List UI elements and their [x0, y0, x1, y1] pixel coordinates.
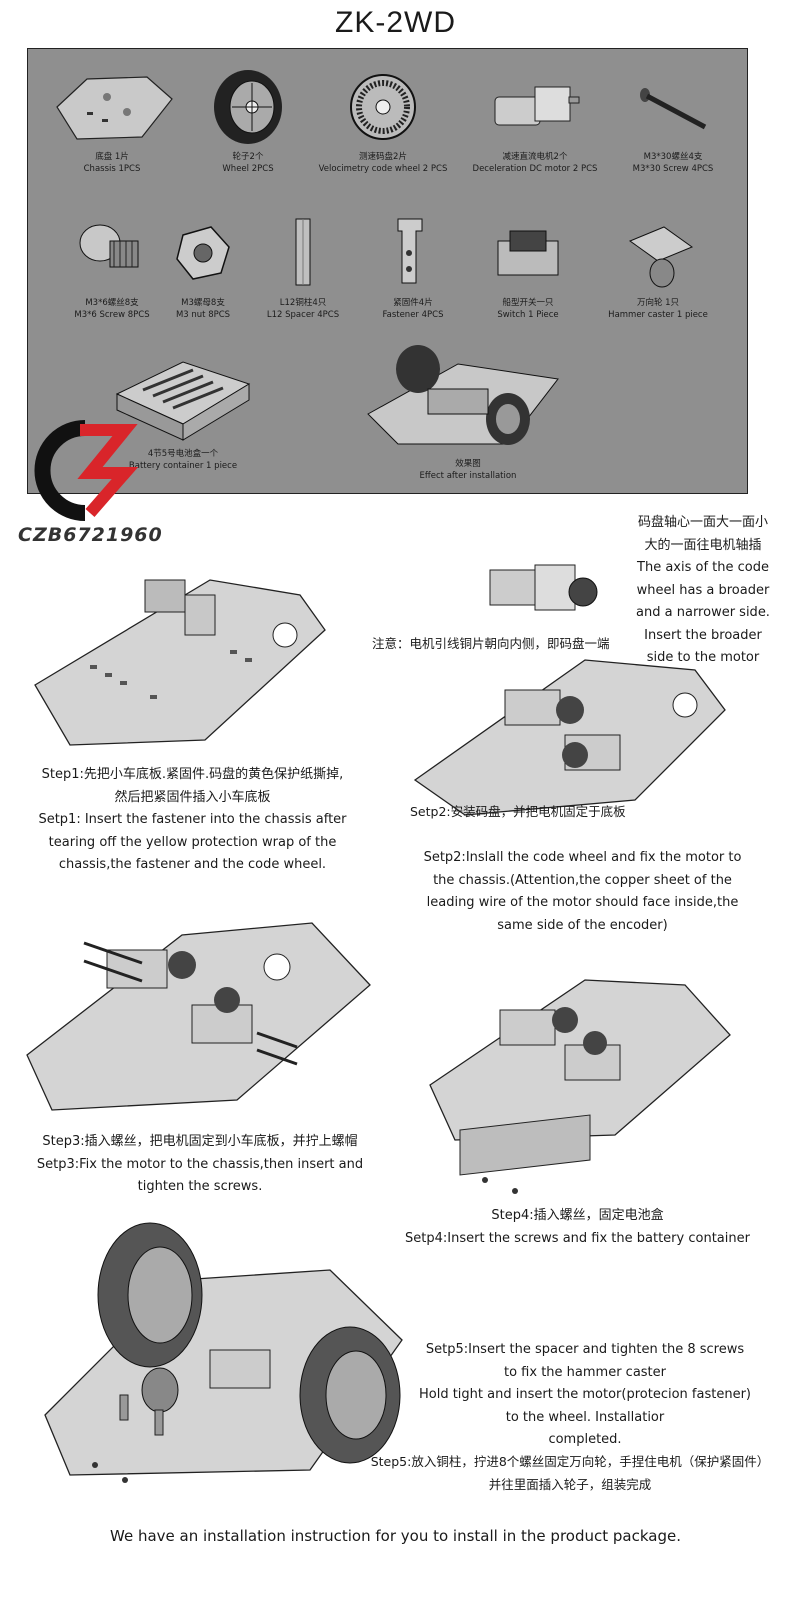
watermark-text: CZB6721960 — [18, 524, 163, 546]
part-en: Battery container 1 piece — [128, 461, 238, 471]
part-en: Fastener 4PCS — [382, 310, 444, 320]
step2-en-line1: Setp2:Inslall the code wheel and fix the… — [423, 850, 742, 865]
axis-note-line7: side to the motor — [646, 650, 760, 665]
parts-panel: 底盘 1片 Chassis 1PCS 轮子2个 Wheel 2PCS 测速码盘2… — [27, 48, 748, 494]
axis-note-line5: and a narrower side. — [636, 605, 770, 620]
part-cn: 底盘 1片 — [95, 152, 129, 162]
step3-en-line1: Setp3:Fix the motor to the chassis,then … — [36, 1156, 364, 1172]
part-cn: M3*6螺丝8支 — [85, 298, 139, 308]
step4-diagram — [429, 979, 731, 1194]
step1-en-line3: chassis,the fastener and the code wheel. — [58, 857, 327, 872]
part-cn: L12铜柱4只 — [279, 298, 327, 308]
part-cn: 紧固件4片 — [393, 298, 433, 308]
wheel-icon — [214, 70, 282, 144]
step2-text: Setp2:Inslall the code wheel and fix the… — [410, 847, 755, 937]
part-cn: 减速直流电机2个 — [502, 152, 568, 162]
step5-cn-text: Step5:放入铜柱，拧进8个螺丝固定万向轮，手捏住电机（保护紧固件） 并往里面… — [360, 1451, 780, 1496]
part-cn: M3*30螺丝4支 — [643, 152, 703, 162]
step2-attention-note: 注意：电机引线铜片朝向内侧，即码盘一端 — [372, 636, 610, 651]
part-motor: 减速直流电机2个 Deceleration DC motor 2 PCS — [465, 67, 605, 175]
part-switch: 船型开关一只 Switch 1 Piece — [468, 213, 588, 321]
nut-icon — [176, 226, 230, 280]
axis-note-line6: Insert the broader — [644, 627, 762, 643]
code-wheel-icon — [350, 74, 416, 140]
part-cn: 轮子2个 — [232, 152, 264, 162]
step3-diagram — [26, 922, 371, 1111]
switch-icon — [497, 230, 559, 276]
assembled-car-icon — [367, 345, 559, 445]
part-en: Deceleration DC motor 2 PCS — [472, 164, 598, 174]
step5-cn-line1: Step5:放入铜柱，拧进8个螺丝固定万向轮，手捏住电机（保护紧固件） — [370, 1454, 770, 1469]
part-nut: M3螺母8支 M3 nut 8PCS — [148, 213, 258, 321]
axis-note-line2: 大的一面往电机轴插 — [644, 537, 762, 553]
part-en: M3 nut 8PCS — [175, 310, 231, 320]
step1-diagram — [34, 579, 326, 746]
brand-logo-icon — [34, 420, 139, 521]
part-spacer: L12铜柱4只 L12 Spacer 4PCS — [253, 213, 353, 321]
part-en: Hammer caster 1 piece — [608, 310, 708, 320]
step1-en-line1: Setp1: Insert the fastener into the chas… — [38, 812, 347, 827]
part-en: Chassis 1PCS — [83, 164, 141, 174]
fastener-icon — [397, 218, 423, 284]
part-cn: 船型开关一只 — [502, 298, 554, 308]
caster-icon — [628, 226, 694, 288]
step4-cn-line: Step4:插入螺丝，固定电池盒 — [491, 1208, 664, 1223]
part-wheel: 轮子2个 Wheel 2PCS — [188, 67, 308, 175]
part-battery-box: 4节5号电池盒一个 Battery container 1 piece — [108, 354, 258, 472]
step2-diagram — [413, 564, 726, 816]
step5-en-line2: to fix the hammer caster — [504, 1364, 666, 1380]
step2-en-line2: the chassis.(Attention,the copper sheet … — [433, 872, 732, 888]
part-en: M3*6 Screw 8PCS — [74, 310, 150, 320]
axis-note-line3: The axis of the code — [637, 560, 769, 575]
chassis-icon — [56, 76, 173, 140]
step3-text: Step3:插入螺丝，把电机固定到小车底板，并拧上螺帽 Setp3:Fix th… — [20, 1131, 380, 1199]
step1-cn-line1: Step1:先把小车底板.紧固件.码盘的黄色保护纸撕掉, — [41, 767, 344, 782]
motor-icon — [494, 86, 580, 126]
part-en: Velocimetry code wheel 2 PCS — [318, 164, 448, 174]
part-caster: 万向轮 1只 Hammer caster 1 piece — [588, 213, 728, 321]
part-en: L12 Spacer 4PCS — [266, 310, 340, 320]
long-screw-icon — [640, 88, 707, 130]
part-en: Wheel 2PCS — [222, 164, 274, 174]
part-cn: 测速码盘2片 — [359, 152, 407, 162]
part-code-wheel: 测速码盘2片 Velocimetry code wheel 2 PCS — [313, 67, 453, 175]
part-en: Switch 1 Piece — [497, 310, 559, 320]
footer-note: We have an installation instruction for … — [110, 1527, 681, 1545]
code-wheel-axis-note: 码盘轴心一面大一面小 大的一面往电机轴插 The axis of the cod… — [628, 512, 778, 670]
part-long-screw: M3*30螺丝4支 M3*30 Screw 4PCS — [608, 67, 738, 175]
screw-icon — [79, 224, 139, 268]
step5-en-line4: to the wheel. Installatior — [505, 1409, 665, 1425]
part-screw: M3*6螺丝8支 M3*6 Screw 8PCS — [52, 213, 172, 321]
step5-cn-line2: 并往里面插入轮子，组装完成 — [488, 1476, 652, 1492]
step5-text: Setp5:Insert the spacer and tighten the … — [395, 1339, 775, 1452]
step1-en-line2: tearing off the yellow protection wrap o… — [48, 834, 337, 850]
step3-en-line2: tighten the screws. — [137, 1179, 263, 1194]
step4-en-line: Setp4:Insert the screws and fix the batt… — [405, 1230, 750, 1246]
axis-note-line1: 码盘轴心一面大一面小 — [637, 515, 768, 530]
axis-note-line4: wheel has a broader — [636, 582, 770, 598]
step4-text: Step4:插入螺丝，固定电池盒 Setp4:Insert the screws… — [405, 1205, 750, 1250]
battery-box-icon — [115, 361, 251, 441]
step2-cn-caption: Setp2:安装码盘，并把电机固定于底板 — [410, 804, 626, 819]
part-en: M3*30 Screw 4PCS — [632, 164, 714, 174]
part-cn: 万向轮 1只 — [636, 298, 680, 308]
part-cn: 4节5号电池盒一个 — [147, 449, 219, 459]
page-title: ZK-2WD — [335, 6, 456, 39]
step3-cn-line: Step3:插入螺丝，把电机固定到小车底板，并拧上螺帽 — [42, 1134, 358, 1149]
part-en: Effect after installation — [419, 471, 517, 481]
step5-en-line5: completed. — [548, 1432, 622, 1447]
part-cn: 效果图 — [455, 459, 481, 469]
step1-cn-line2: 然后把紧固件插入小车底板 — [114, 789, 271, 805]
part-assembled-car: 效果图 Effect after installation — [348, 344, 588, 482]
step5-diagram — [44, 1222, 403, 1483]
step2-en-line4: same side of the encoder) — [497, 917, 668, 933]
part-cn: M3螺母8支 — [181, 298, 225, 308]
step5-en-line1: Setp5:Insert the spacer and tighten the … — [425, 1342, 745, 1357]
part-chassis: 底盘 1片 Chassis 1PCS — [42, 67, 182, 175]
step2-en-line3: leading wire of the motor should face in… — [426, 895, 739, 910]
spacer-icon — [295, 218, 311, 286]
part-fastener: 紧固件4片 Fastener 4PCS — [358, 213, 468, 321]
step5-en-line3: Hold tight and insert the motor(protecio… — [418, 1387, 751, 1402]
step1-text: Step1:先把小车底板.紧固件.码盘的黄色保护纸撕掉, 然后把紧固件插入小车底… — [20, 764, 365, 877]
